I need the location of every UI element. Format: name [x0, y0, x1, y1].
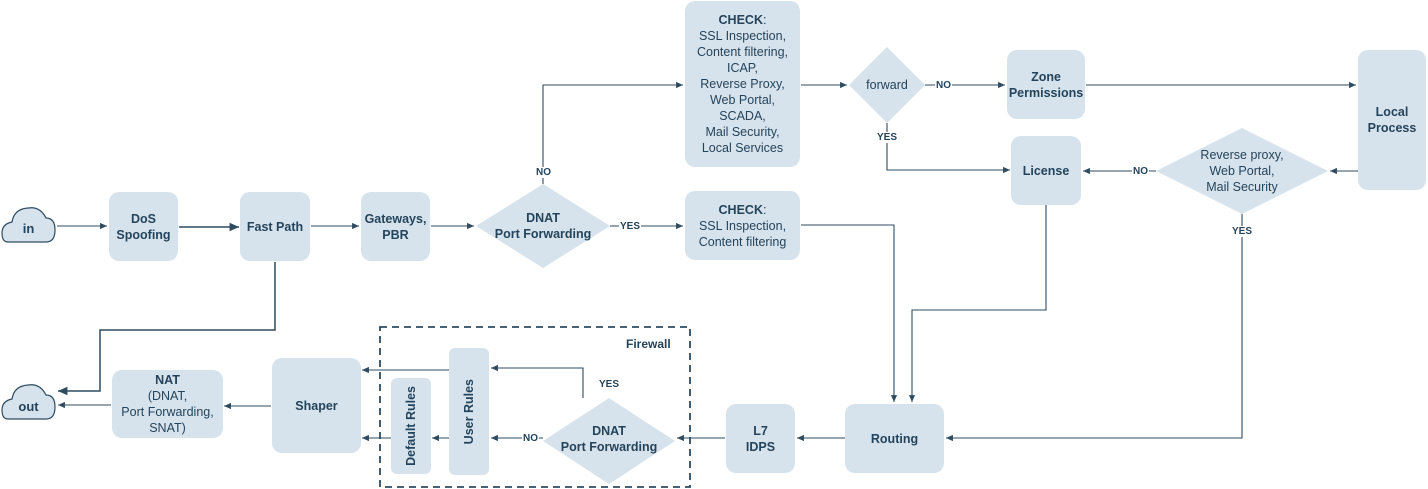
- fast-path-node: Fast Path: [240, 192, 310, 261]
- license-node: License: [1011, 136, 1081, 205]
- out-label: out: [18, 399, 39, 414]
- zone-permissions-node: Zone Permissions: [1007, 50, 1085, 119]
- reverse-yes-label: YES: [1231, 226, 1254, 237]
- forward-yes-label: YES: [876, 132, 899, 143]
- l7-idps-label: L7 IDPS: [745, 423, 776, 454]
- dnat1-no-label: NO: [535, 167, 552, 178]
- edge-reverse-routing: [946, 214, 1243, 442]
- shaper-node: Shaper: [272, 358, 361, 453]
- reverse-label: Reverse proxy, Web Portal, Mail Security: [1200, 148, 1284, 194]
- check-top-node: CHECK: SSL Inspection, Content filtering…: [685, 1, 800, 167]
- forward-diamond: [849, 47, 925, 123]
- edge-checkmid-routing: [801, 224, 898, 402]
- default-rules-label: Default Rules: [404, 386, 418, 466]
- nat-title: NAT: [155, 373, 180, 387]
- nat-node: NAT (DNAT, Port Forwarding, SNAT): [112, 370, 223, 438]
- local-process-label: Local Process: [1367, 105, 1417, 135]
- nat-text: NAT (DNAT, Port Forwarding, SNAT): [121, 372, 213, 436]
- routing-node: Routing: [845, 404, 944, 473]
- cloud-out: [1, 384, 56, 420]
- dos-spoofing-node: DoS Spoofing: [109, 192, 178, 261]
- dnat2-label: DNAT Port Forwarding: [560, 424, 658, 454]
- nat-body: (DNAT, Port Forwarding, SNAT): [121, 389, 214, 435]
- forward-no-label: NO: [935, 80, 952, 91]
- forward-label: forward: [866, 78, 908, 92]
- edge-forward-license: [886, 123, 1010, 174]
- firewall-box: [379, 326, 691, 488]
- reverse-diamond: [1156, 128, 1328, 214]
- dnat1-diamond: [476, 184, 610, 268]
- firewall-title: Firewall: [626, 337, 671, 351]
- routing-label: Routing: [870, 431, 919, 446]
- check-mid-text: CHECK: SSL Inspection, Content filtering: [698, 202, 787, 249]
- dnat2-diamond: [543, 398, 675, 484]
- user-rules-label: User Rules: [462, 378, 476, 445]
- reverse-no-label: NO: [1132, 166, 1149, 177]
- default-rules-node: Default Rules: [391, 378, 431, 474]
- shaper-label: Shaper: [295, 398, 338, 413]
- edge-fastpath-out: [58, 262, 276, 396]
- check-top-body: SSL Inspection, Content filtering, ICAP,…: [696, 29, 789, 155]
- local-process-node: Local Process: [1358, 50, 1426, 190]
- dnat2-yes-label: YES: [598, 379, 621, 390]
- license-label: License: [1022, 163, 1070, 178]
- l7-idps-node: L7 IDPS: [726, 404, 795, 473]
- dnat1-yes-label: YES: [619, 221, 642, 232]
- check-top-text: CHECK: SSL Inspection, Content filtering…: [696, 13, 789, 155]
- user-rules-node: User Rules: [449, 348, 489, 475]
- dos-spoofing-label: DoS Spoofing: [116, 211, 171, 242]
- check-mid-node: CHECK: SSL Inspection, Content filtering: [685, 191, 800, 260]
- dnat1-label: DNAT Port Forwarding: [494, 211, 592, 241]
- zone-permissions-label: Zone Permissions: [1008, 69, 1084, 100]
- edge-dnat1-no: [542, 81, 683, 184]
- in-label: in: [22, 221, 35, 236]
- check-mid-body: SSL Inspection, Content filtering: [698, 218, 787, 249]
- edge-dnat2-yes: [491, 364, 584, 398]
- edge-license-routing: [908, 205, 1047, 402]
- fast-path-label: Fast Path: [246, 219, 304, 234]
- gateways-node: Gateways, PBR: [361, 192, 430, 261]
- cloud-in: [1, 207, 56, 243]
- dnat2-no-label: NO: [522, 433, 539, 444]
- check-top-title: CHECK: [718, 13, 763, 27]
- check-mid-title: CHECK: [718, 202, 763, 217]
- gateways-label: Gateways, PBR: [364, 211, 427, 242]
